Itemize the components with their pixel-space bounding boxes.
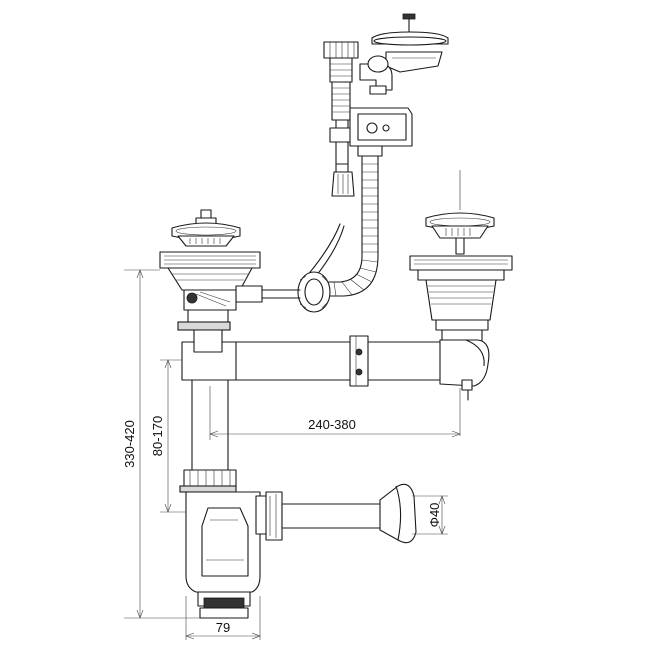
bottle-trap bbox=[185, 491, 261, 619]
outlet-diameter-label: Φ40 bbox=[427, 503, 442, 528]
overflow-vertical-tube bbox=[329, 81, 355, 197]
outlet-arm bbox=[255, 483, 417, 544]
left-basket-strainer bbox=[159, 209, 301, 343]
dimension-overall-height: 330-420 bbox=[122, 269, 200, 619]
vertical-standpipe bbox=[179, 329, 237, 493]
overflow-elbow bbox=[359, 55, 393, 95]
dimension-outlet-diameter: Φ40 bbox=[412, 495, 448, 535]
overflow-connector-nut bbox=[323, 41, 359, 83]
hose-coupling-nut bbox=[297, 271, 331, 313]
overflow-cover-plate bbox=[371, 31, 449, 73]
dimension-bowl-spacing: 240-380 bbox=[209, 386, 461, 440]
trap-width-label: 79 bbox=[216, 620, 230, 635]
right-basket-strainer bbox=[409, 170, 513, 343]
right-strainer-plug bbox=[425, 212, 495, 255]
horizontal-connecting-pipe bbox=[233, 335, 490, 436]
overflow-corrugated-hose bbox=[319, 155, 379, 297]
bowl-spacing-label: 240-380 bbox=[308, 417, 356, 432]
overflow-screw bbox=[402, 13, 416, 33]
dimension-trap-width: 79 bbox=[185, 596, 261, 640]
left-strainer-plug bbox=[171, 209, 241, 247]
inlet-height-label: 80-170 bbox=[150, 416, 165, 456]
overflow-assembly bbox=[297, 13, 449, 313]
overall-height-label: 330-420 bbox=[122, 420, 137, 468]
dimension-inlet-height: 80-170 bbox=[150, 359, 186, 513]
overflow-box bbox=[349, 107, 413, 157]
